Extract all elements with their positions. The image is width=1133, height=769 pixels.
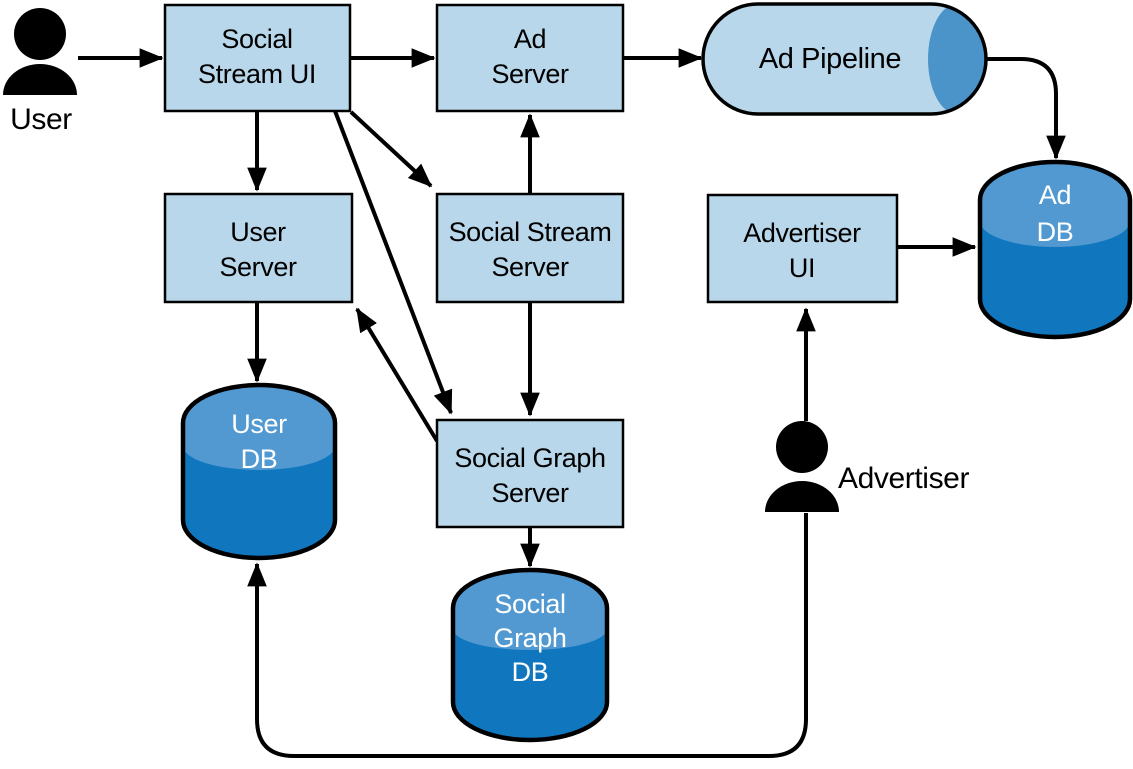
ad-pipeline-label: Ad Pipeline <box>759 43 901 75</box>
advertiser-ui-label-line-2: UI <box>789 253 815 283</box>
ad-pipeline-outline <box>701 2 988 116</box>
social-stream-server-label-line-2: Server <box>491 252 569 282</box>
ad-db-top <box>980 162 1130 247</box>
user-db-label-line-2: DB <box>241 444 278 474</box>
social-stream-ui-label-line-2: Stream UI <box>198 59 316 89</box>
social-stream-ui-box <box>163 3 352 113</box>
edge-advertiser-to-user-db <box>247 513 808 758</box>
edge-social-graph-server-to-user-server <box>355 307 439 443</box>
user-server-label-line-1: User <box>230 217 286 247</box>
ad-db-label-line-2: DB <box>1037 217 1074 247</box>
social-graph-db-top <box>453 570 607 650</box>
social-graph-db-outline <box>450 567 610 743</box>
advertiser-person-icon <box>765 421 839 512</box>
user-db-top <box>183 385 335 470</box>
edges <box>78 48 1066 758</box>
edge-ad-pipeline-to-ad-db <box>957 57 1066 160</box>
ad-server-label-line-1: Ad <box>514 24 546 54</box>
node-ad-pipeline: Ad Pipeline <box>701 2 988 116</box>
social-graph-db-label-line-2: Graph <box>493 623 566 653</box>
user-label: User <box>10 103 72 136</box>
ad-db-label-line-1: Ad <box>1039 180 1071 210</box>
social-stream-server-label-line-1: Social Stream <box>449 217 612 247</box>
user-person-icon <box>3 8 77 95</box>
user-server-box <box>163 192 354 304</box>
social-graph-server-label-line-1: Social Graph <box>454 443 605 473</box>
ad-pipeline-body <box>703 4 986 114</box>
ad-pipeline-cap <box>928 4 986 114</box>
advertiser-person-body <box>765 481 839 512</box>
social-graph-db-label-line-3: DB <box>512 657 549 687</box>
edge-social-stream-ui-to-social-graph-server <box>333 110 453 415</box>
user-person-body <box>3 64 77 95</box>
ad-db-outline <box>977 159 1133 340</box>
ad-server-label-line-2: Server <box>491 59 569 89</box>
user-db-outline <box>180 382 338 561</box>
ad-server-box <box>435 3 625 113</box>
user-server-label-line-2: Server <box>219 252 297 282</box>
edge-social-stream-ui-to-social-stream-server <box>349 110 433 188</box>
ad-pipeline-label-line-1: Ad Pipeline <box>759 43 901 75</box>
user-db-label-line-1: User <box>231 409 287 439</box>
advertiser-person-head <box>776 421 828 473</box>
advertiser-ui-label-line-1: Advertiser <box>743 218 861 248</box>
user-person-head <box>14 8 66 60</box>
social-stream-server-box <box>435 192 625 304</box>
actor-user: User <box>3 8 77 136</box>
advertiser-ui-box <box>706 193 899 304</box>
social-graph-db-label-line-1: Social <box>494 589 565 619</box>
social-graph-server-box <box>435 418 625 529</box>
social-graph-server-label-line-2: Server <box>491 478 569 508</box>
actor-advertiser: Advertiser <box>765 421 970 512</box>
advertiser-label: Advertiser <box>838 462 969 495</box>
social-stream-ui-label-line-1: Social <box>221 24 292 54</box>
